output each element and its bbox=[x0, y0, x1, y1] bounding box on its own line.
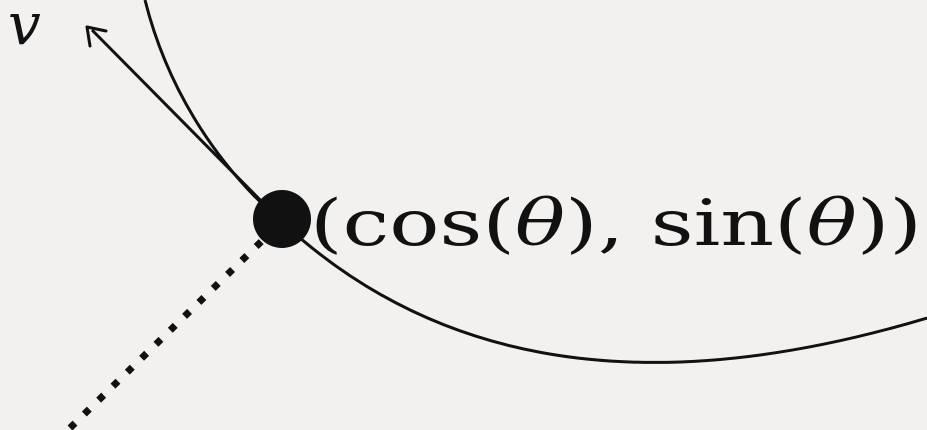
point-label-close-paren: ) bbox=[889, 187, 922, 261]
point-label-cos: cos bbox=[343, 187, 483, 261]
dotted-radius-line bbox=[67, 232, 271, 430]
point-label-open-paren: ( bbox=[310, 187, 343, 261]
point-label-cos-close: ) bbox=[565, 187, 598, 261]
point-label-cos-open: ( bbox=[482, 187, 515, 261]
point-label-sin-open: ( bbox=[774, 187, 807, 261]
point-marker bbox=[253, 190, 311, 248]
vector-label: v bbox=[8, 0, 41, 58]
point-label-sin: sin bbox=[651, 187, 774, 261]
point-label-separator: , bbox=[598, 187, 651, 261]
tangent-vector-arrowhead bbox=[85, 25, 108, 48]
point-label-cos-theta: θ bbox=[515, 187, 565, 261]
tangent-vector-line bbox=[90, 28, 284, 224]
point-label-sin-close: ) bbox=[857, 187, 890, 261]
point-coordinate-label: (cos(θ), sin(θ)) bbox=[310, 187, 922, 261]
point-label-sin-theta: θ bbox=[807, 187, 857, 261]
unit-circle-arc bbox=[143, 0, 927, 364]
